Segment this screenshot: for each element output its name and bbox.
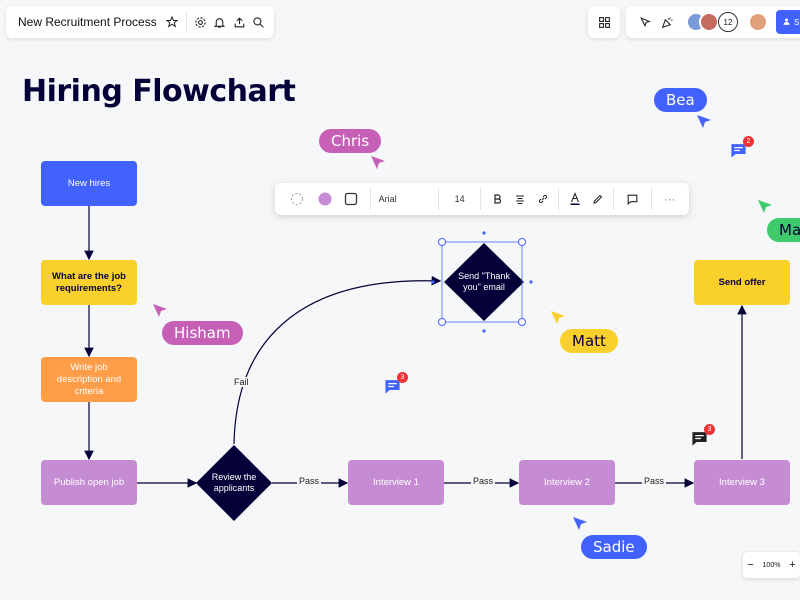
selection-handle-tr (518, 238, 526, 246)
review-diamond-shape (196, 445, 272, 521)
cursor-label-bea: Bea (654, 88, 707, 112)
bell-icon[interactable] (210, 11, 229, 33)
comment-count-badge: 2 (743, 136, 754, 147)
pointer-cursor-icon (551, 311, 565, 324)
apps-toolbar (588, 6, 620, 38)
pointer-cursor-icon (697, 115, 711, 128)
format-toolbar: Arial 14 ··· (275, 183, 689, 215)
comment-icon[interactable] (618, 183, 647, 215)
link-icon[interactable] (531, 183, 554, 215)
align-center-icon[interactable] (508, 183, 531, 215)
node-job-requirements[interactable]: What are the job requirements? (41, 260, 137, 305)
node-interview-3[interactable]: Interview 3 (694, 460, 790, 505)
avatar[interactable] (748, 12, 768, 32)
edge-label-pass[interactable]: Pass (642, 476, 667, 486)
node-interview-2[interactable]: Interview 2 (519, 460, 615, 505)
zoom-out-button[interactable]: − (747, 559, 754, 571)
node-write-job-description[interactable]: Write job description and criteria (41, 357, 137, 402)
page-title[interactable]: Hiring Flowchart (22, 74, 296, 109)
edge-label-pass[interactable]: Pass (297, 476, 322, 486)
comment-count-badge: 3 (397, 372, 408, 383)
zoom-in-button[interactable]: + (789, 559, 796, 571)
comment-thread[interactable]: 3 (691, 424, 715, 452)
shape-icon[interactable] (337, 183, 366, 215)
comment-count-badge: 3 (704, 424, 715, 435)
board-toolbar: New Recruitment Process (6, 6, 274, 38)
comment-thread[interactable]: 2 (730, 136, 754, 164)
bold-icon[interactable] (485, 183, 508, 215)
thankyou-diamond-shape (444, 243, 524, 321)
cursor-label-sadie: Sadie (581, 535, 647, 559)
pointer-cursor-icon (371, 156, 385, 169)
fill-color-icon[interactable] (314, 183, 337, 215)
cursor-label-matt: Matt (560, 329, 618, 353)
selection-handle-bl (438, 318, 446, 326)
share-button-label: S (794, 17, 800, 27)
zoom-level[interactable]: 100% (762, 561, 781, 569)
gear-icon[interactable] (191, 11, 210, 33)
comment-thread[interactable]: 3 (384, 372, 408, 400)
celebrate-icon[interactable] (656, 11, 678, 33)
selection-handle-tl (438, 238, 446, 246)
more-icon[interactable]: ··· (663, 192, 676, 206)
font-size-select[interactable]: 14 (454, 194, 465, 204)
star-icon[interactable] (163, 11, 182, 33)
node-send-offer[interactable]: Send offer (694, 260, 790, 305)
highlight-icon[interactable] (586, 183, 609, 215)
edge-label-pass[interactable]: Pass (471, 476, 496, 486)
collaborator-count[interactable]: 12 (718, 12, 738, 32)
node-interview-1[interactable]: Interview 1 (348, 460, 444, 505)
node-review-applicants[interactable]: Review the applicants (211, 472, 257, 493)
apps-icon[interactable] (593, 11, 615, 33)
selection-box (441, 241, 523, 323)
font-family-select[interactable]: Arial (378, 194, 397, 204)
pointer-icon[interactable] (634, 11, 656, 33)
comment-icon (731, 144, 746, 158)
text-color-icon[interactable] (563, 183, 586, 215)
toolbar-divider (186, 11, 187, 33)
selection-handle-br (518, 318, 526, 326)
comment-icon (385, 380, 400, 394)
search-icon[interactable] (249, 11, 268, 33)
user-icon (782, 17, 791, 28)
board-name[interactable]: New Recruitment Process (18, 15, 157, 29)
avatar[interactable] (699, 12, 719, 32)
pointer-cursor-icon (573, 517, 587, 530)
upload-icon[interactable] (229, 11, 248, 33)
pointer-cursor-icon (153, 304, 167, 317)
border-style-icon[interactable] (281, 183, 314, 215)
share-button[interactable]: S (776, 10, 800, 34)
cursor-label-mad: Mad (767, 218, 800, 242)
cursor-label-hisham: Hisham (162, 321, 243, 345)
node-send-thank-you[interactable]: Send "Thank you" email (458, 271, 510, 292)
edge-label-fail[interactable]: Fail (232, 377, 251, 387)
cursor-label-chris: Chris (319, 129, 382, 153)
collaboration-toolbar: 12 (626, 6, 800, 38)
node-publish-open-job[interactable]: Publish open job (41, 460, 137, 505)
edge-review-thankyou (233, 275, 442, 445)
node-new-hires[interactable]: New hires (41, 161, 137, 206)
pointer-cursor-icon (758, 200, 772, 213)
comment-icon (692, 432, 707, 446)
zoom-control: − 100% + (743, 552, 800, 578)
